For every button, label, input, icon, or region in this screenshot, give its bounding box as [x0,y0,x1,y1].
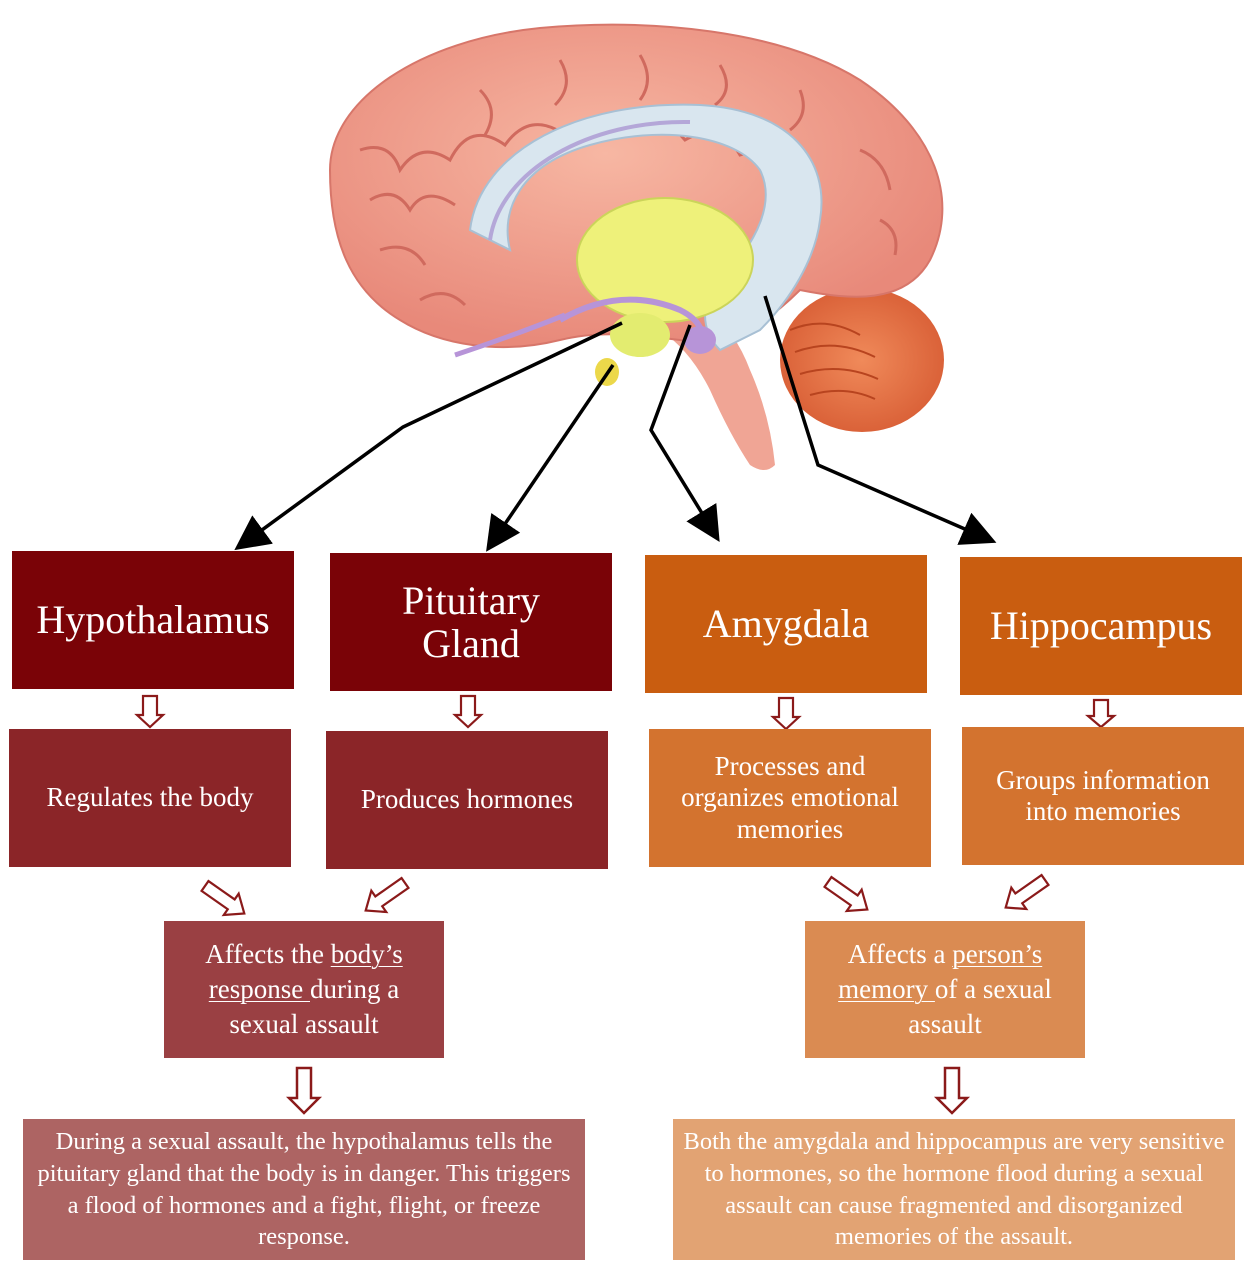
hippocampus-function: Groups information into memories [974,765,1232,828]
body-effect-text: Affects the body’s response during a sex… [182,937,426,1042]
down-arrow-amygdala [773,698,799,729]
hypothalamus-function: Regulates the body [47,782,254,813]
diag-arrow-right-1 [821,871,875,920]
down-arrow-body-effect [289,1068,319,1113]
double-down-arrows [137,696,1114,729]
down-arrow-hypothalamus [137,696,163,727]
pituitary-function-box: Produces hormones [326,731,608,869]
pointer-lines [240,296,990,546]
big-down-arrows [289,1068,967,1113]
pituitary-title: Pituitary Gland [386,579,556,665]
body-explanation: During a sexual assault, the hypothalamu… [33,1126,575,1253]
body-explanation-box: During a sexual assault, the hypothalamu… [23,1119,585,1260]
diag-arrow-right-2 [998,869,1052,918]
amygdala-function: Processes and organizes emotional memori… [665,751,915,845]
pointer-pituitary [490,365,613,546]
body-effect-box: Affects the body’s response during a sex… [164,921,444,1058]
amygdala-title: Amygdala [703,602,870,647]
pituitary-function: Produces hormones [361,784,573,815]
memory-explanation-box: Both the amygdala and hippocampus are ve… [673,1119,1235,1260]
down-arrow-pituitary [455,696,481,727]
down-arrow-hippocampus [1088,700,1114,727]
diagonal-arrows [198,869,1053,924]
memory-explanation: Both the amygdala and hippocampus are ve… [683,1126,1225,1253]
diag-arrow-left-2 [358,872,412,921]
memory-effect-pre: Affects a [848,939,952,969]
pointer-hippocampus [765,296,990,540]
body-effect-pre: Affects the [205,939,330,969]
hippocampus-title-box: Hippocampus [960,557,1242,695]
pointer-amygdala [651,325,716,536]
memory-effect-box: Affects a person’s memory of a sexual as… [805,921,1085,1058]
hypothalamus-function-box: Regulates the body [9,729,291,867]
hippocampus-title: Hippocampus [990,604,1212,649]
diag-arrow-left-1 [198,875,252,924]
amygdala-title-box: Amygdala [645,555,927,693]
hippocampus-function-box: Groups information into memories [962,727,1244,865]
amygdala-function-box: Processes and organizes emotional memori… [649,729,931,867]
hypothalamus-title-box: Hypothalamus [12,551,294,689]
hypothalamus-title: Hypothalamus [36,598,269,643]
pituitary-title-box: Pituitary Gland [330,553,612,691]
down-arrow-memory-effect [937,1068,967,1113]
memory-effect-text: Affects a person’s memory of a sexual as… [823,937,1067,1042]
